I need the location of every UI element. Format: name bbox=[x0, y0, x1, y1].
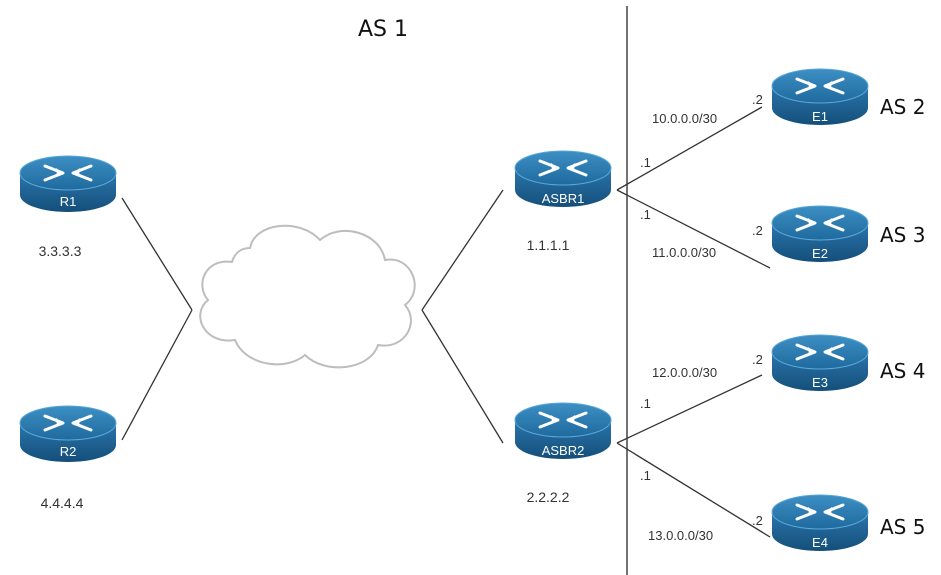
router-e4: E4 bbox=[770, 493, 870, 553]
link-asbr1-e1 bbox=[616, 106, 763, 191]
as-label: AS 4 bbox=[880, 359, 925, 383]
as-label: AS 2 bbox=[880, 95, 925, 119]
router-id-label: 1.1.1.1 bbox=[527, 237, 570, 253]
link-asbr1-e2 bbox=[616, 189, 771, 269]
near-ip-label: .1 bbox=[640, 207, 651, 222]
router-id-label: 4.4.4.4 bbox=[41, 495, 84, 511]
far-ip-label: .2 bbox=[752, 513, 763, 528]
router-e3: E3 bbox=[770, 333, 870, 393]
link-cloud-asbr2 bbox=[421, 309, 504, 444]
router-name-label: E2 bbox=[812, 246, 828, 261]
link-r2-cloud bbox=[121, 309, 193, 441]
router-asbr2: ASBR2 bbox=[513, 401, 613, 461]
router-name-label: ASBR2 bbox=[542, 443, 585, 458]
router-e1: E1 bbox=[770, 67, 870, 127]
router-r2: R2 bbox=[18, 404, 118, 464]
router-name-label: E1 bbox=[812, 109, 828, 124]
as1-title: AS 1 bbox=[358, 17, 408, 42]
far-ip-label: .2 bbox=[752, 92, 763, 107]
far-ip-label: .2 bbox=[752, 223, 763, 238]
router-name-label: E4 bbox=[812, 535, 828, 550]
near-ip-label: .1 bbox=[640, 155, 651, 170]
router-id-label: 3.3.3.3 bbox=[39, 243, 82, 259]
subnet-label: 13.0.0.0/30 bbox=[648, 528, 713, 543]
link-r1-cloud bbox=[121, 197, 193, 311]
router-name-label: ASBR1 bbox=[542, 191, 585, 206]
far-ip-label: .2 bbox=[752, 352, 763, 367]
link-cloud-asbr1 bbox=[421, 189, 504, 311]
near-ip-label: .1 bbox=[640, 396, 651, 411]
as-label: AS 5 bbox=[880, 515, 925, 539]
subnet-label: 11.0.0.0/30 bbox=[652, 245, 716, 260]
near-ip-label: .1 bbox=[640, 468, 651, 483]
as-label: AS 3 bbox=[880, 223, 925, 247]
router-e2: E2 bbox=[770, 204, 870, 264]
router-name-label: R1 bbox=[60, 194, 77, 209]
network-cloud bbox=[199, 224, 416, 369]
subnet-label: 10.0.0.0/30 bbox=[652, 111, 717, 126]
subnet-label: 12.0.0.0/30 bbox=[652, 365, 717, 380]
link-asbr2-e4 bbox=[616, 442, 771, 538]
router-r1: R1 bbox=[18, 154, 118, 214]
router-asbr1: ASBR1 bbox=[513, 149, 613, 209]
router-name-label: E3 bbox=[812, 375, 828, 390]
router-id-label: 2.2.2.2 bbox=[527, 489, 570, 505]
router-name-label: R2 bbox=[60, 444, 77, 459]
link-asbr2-e3 bbox=[616, 374, 763, 444]
